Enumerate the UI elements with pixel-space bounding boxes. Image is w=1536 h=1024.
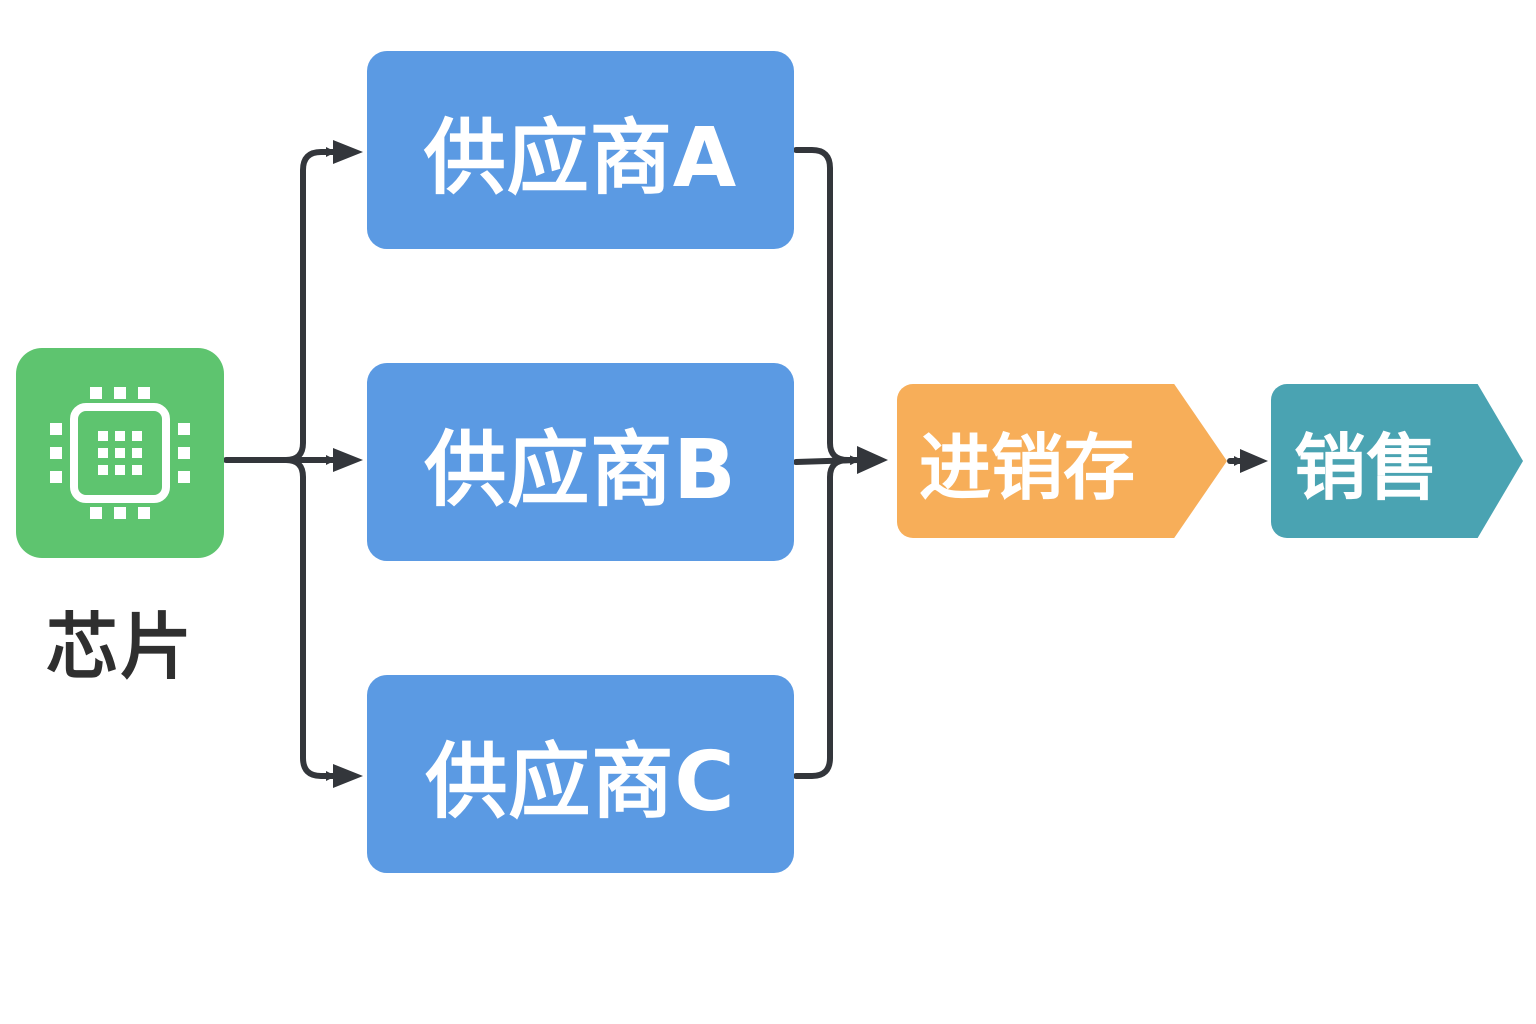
supplier-b-node[interactable]: 供应商B — [367, 363, 794, 561]
connector-from-supplier-c — [793, 457, 861, 779]
supplier-a-label: 供应商A — [423, 110, 738, 206]
inventory-stage-node[interactable]: 进销存 — [897, 384, 1227, 538]
arrow-to-inventory — [857, 446, 888, 474]
inventory-stage-label: 进销存 — [918, 425, 1135, 510]
cpu-chip-icon — [50, 387, 190, 519]
connector-to-supplier-a — [283, 147, 337, 463]
supplier-a-node[interactable]: 供应商A — [367, 51, 794, 249]
arrow-to-supplier-b — [333, 448, 363, 472]
chip-label: 芯片 — [45, 605, 194, 689]
supplier-c-label: 供应商C — [425, 734, 736, 830]
chip-node[interactable] — [16, 348, 224, 558]
connector-from-supplier-a — [793, 147, 861, 463]
sales-stage-node[interactable]: 销售 — [1271, 384, 1523, 538]
connector-to-supplier-c — [283, 457, 337, 781]
supplier-c-node[interactable]: 供应商C — [367, 675, 794, 873]
arrow-to-supplier-a — [333, 140, 363, 164]
arrow-to-sales — [1240, 449, 1268, 473]
supplier-b-label: 供应商B — [424, 422, 737, 518]
arrow-to-supplier-c — [333, 764, 363, 788]
sales-stage-label: 销售 — [1293, 425, 1438, 510]
